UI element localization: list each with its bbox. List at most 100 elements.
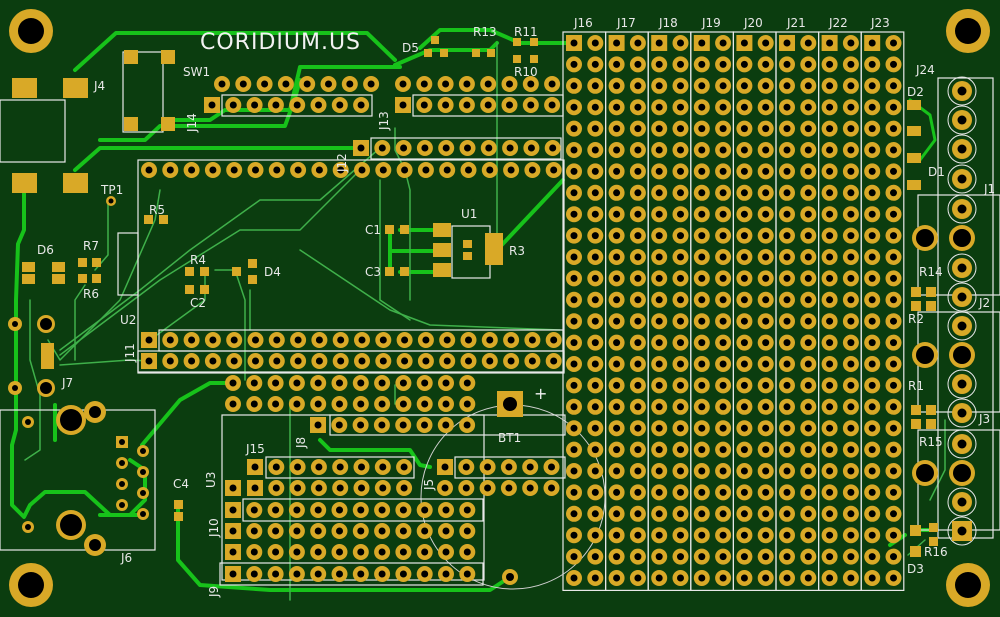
ref-label-j5: J5: [422, 478, 436, 490]
j14-row-pin: [353, 97, 370, 113]
proto-pad: [821, 313, 838, 330]
j10-row-pin: [267, 502, 284, 518]
j10-row-pin: [459, 502, 476, 518]
proto-pad: [779, 356, 795, 372]
j11-row-pin: [503, 332, 520, 348]
u2-bottom-row-pin: [524, 353, 541, 369]
j5-row-2-pin: [458, 480, 475, 496]
j10-row-pin: [416, 502, 433, 518]
proto-pad: [757, 291, 774, 308]
proto-pad: [566, 334, 582, 351]
proto-pad: [715, 484, 732, 501]
proto-pad: [629, 548, 646, 565]
proto-pad: [864, 377, 881, 394]
proto-pad: [885, 291, 902, 308]
mid-row-1-pin: [438, 375, 454, 391]
proto-pad: [608, 570, 625, 586]
proto-pad: [608, 163, 625, 180]
proto-pad: [800, 356, 817, 372]
ref-label-j17: J17: [617, 16, 636, 30]
proto-pad: [693, 227, 710, 244]
proto-pad: [800, 441, 817, 458]
proto-pad: [672, 356, 689, 372]
u2-top-row-pin: [290, 162, 307, 178]
ref-label-r5: R5: [149, 203, 165, 217]
j12-row-pin: [353, 140, 369, 156]
proto-pad: [842, 484, 859, 501]
j14-row-pin: [246, 97, 263, 113]
j14-top-row-pin: [341, 76, 358, 92]
proto-pad: [779, 548, 795, 565]
proto-pad: [821, 77, 838, 94]
proto-pad: [608, 313, 625, 330]
proto-pad: [864, 99, 881, 116]
proto-pad: [672, 463, 689, 479]
proto-pad: [757, 206, 774, 223]
proto-pad: [651, 291, 668, 308]
proto-pad: [693, 77, 710, 94]
terminal-pin: [952, 199, 972, 219]
battery-minus-pad: [502, 569, 518, 585]
j8-row-pin: [373, 417, 390, 433]
proto-pad: [693, 398, 710, 415]
terminal-mount-hole: [949, 342, 975, 368]
ref-label-j1: J1: [984, 182, 996, 196]
j14-row-pin: [204, 97, 220, 113]
proto-pad: [587, 484, 604, 501]
terminal-mount-hole: [912, 225, 938, 251]
proto-pad: [672, 120, 689, 137]
mid-row-2-pin: [267, 396, 284, 412]
ref-label-tp1: TP1: [101, 183, 124, 197]
ref-label-j2: J2: [979, 296, 991, 310]
ref-label-sw1: SW1: [183, 65, 211, 79]
proto-pad: [693, 142, 710, 158]
proto-pad: [864, 420, 881, 437]
u2-bottom-row-pin: [183, 353, 200, 369]
ref-label-c2: C2: [190, 296, 207, 310]
proto-pad: [885, 356, 902, 372]
proto-pad: [736, 377, 753, 394]
j9-row-pin: [288, 566, 305, 582]
j13-top-row-pin: [437, 76, 454, 92]
j15-row-2-pin: [247, 480, 263, 496]
header-pin: [225, 544, 241, 560]
j15-row-2-pin: [332, 480, 349, 496]
proto-pad: [885, 77, 902, 94]
j12-row-pin: [480, 140, 497, 156]
ref-label-r2: R2: [908, 312, 924, 326]
proto-pad: [629, 484, 646, 501]
proto-pad: [651, 249, 668, 265]
proto-pad: [672, 206, 689, 223]
j12-row-pin: [502, 140, 519, 156]
ref-label-c3: C3: [365, 265, 382, 279]
proto-pad: [587, 548, 604, 565]
mid-row-1-pin: [395, 375, 412, 391]
proto-pad: [821, 505, 838, 522]
proto-pad: [693, 505, 710, 522]
proto-pad: [693, 527, 710, 544]
ref-label-d5: D5: [402, 41, 419, 55]
ref-label-r14: R14: [919, 265, 943, 279]
proto-pad: [842, 334, 859, 351]
j11-row-pin: [162, 332, 179, 348]
header-outline: [690, 31, 734, 592]
proto-pad: [736, 420, 753, 437]
j11-row-pin: [545, 332, 562, 348]
proto-pad: [651, 505, 668, 522]
proto-pad: [757, 570, 774, 586]
proto-pad: [566, 463, 582, 479]
ref-label-u3: U3: [204, 471, 218, 488]
proto-pad: [736, 227, 753, 244]
row-12-pin: [310, 544, 327, 560]
proto-pad: [629, 377, 646, 394]
j9-row-pin: [246, 566, 263, 582]
proto-pad: [651, 56, 668, 73]
row-12-pin: [331, 544, 348, 560]
j12-row-pin: [544, 140, 561, 156]
ref-label-r1: R1: [908, 379, 924, 393]
j11-row-pin: [226, 332, 243, 348]
proto-pad: [608, 356, 625, 372]
proto-pad: [629, 249, 646, 265]
j9-row-pin: [267, 566, 284, 582]
rj-pin: [116, 457, 128, 469]
